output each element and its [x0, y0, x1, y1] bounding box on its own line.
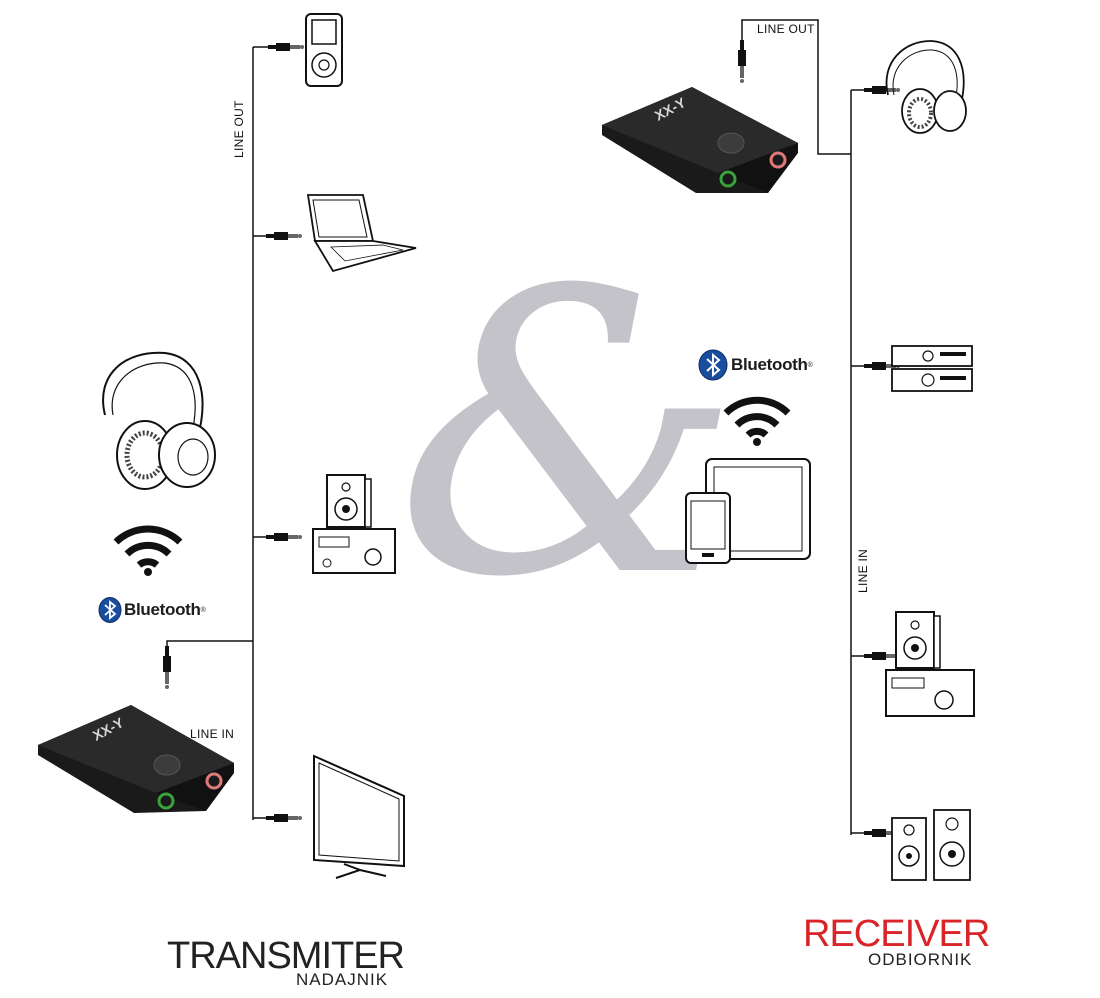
mp3-player-icon: [305, 13, 343, 87]
line-in-label: LINE IN: [190, 727, 235, 741]
transmitter-title: TRANSMITER: [167, 935, 405, 977]
receiver-device: XX-Y: [602, 87, 798, 193]
jack-plug-icon: [864, 86, 900, 94]
bluetooth-wordmark: Bluetooth: [124, 600, 201, 619]
jack-plug-icon: [268, 43, 304, 51]
receiver-subtitle: ODBIORNIK: [868, 950, 973, 969]
headphones-icon: [102, 351, 216, 490]
line-out-label: LINE OUT: [232, 100, 246, 158]
registered-mark: ®: [807, 361, 813, 369]
jack-plug-icon: [738, 40, 746, 83]
tablet-phone-icon: [685, 458, 811, 564]
transmitter-device: XX-Y: [38, 705, 234, 813]
jack-plug-icon: [266, 232, 302, 240]
tv-icon: [313, 754, 405, 879]
transmitter-subtitle: NADAJNIK: [296, 970, 389, 989]
bluetooth-icon: [698, 349, 728, 381]
hifi-stack-icon: [891, 345, 973, 392]
bluetooth-icon: [98, 597, 122, 623]
bluetooth-logo: Bluetooth ®: [98, 597, 206, 623]
receiver-title: RECEIVER: [803, 913, 990, 955]
jack-plug-icon: [266, 814, 302, 822]
laptop-icon: [306, 194, 417, 273]
bluetooth-wordmark: Bluetooth: [731, 355, 808, 374]
speaker-pair-icon: [891, 809, 971, 881]
line-in-label-receiver: LINE IN: [856, 548, 870, 593]
line-out-label-receiver: LINE OUT: [757, 22, 815, 36]
headphones-icon-receiver: [885, 40, 967, 134]
jack-plug-icon: [266, 533, 302, 541]
registered-mark: ®: [200, 606, 206, 614]
wireless-signal-icon: [113, 525, 183, 576]
stereo-system-icon-receiver: [885, 611, 975, 717]
stereo-system-icon: [312, 474, 396, 574]
ampersand-graphic: &: [395, 208, 743, 662]
jack-plug-icon: [163, 646, 171, 689]
bluetooth-logo-receiver: Bluetooth ®: [698, 349, 813, 381]
wireless-signal-icon-receiver: [723, 396, 791, 446]
